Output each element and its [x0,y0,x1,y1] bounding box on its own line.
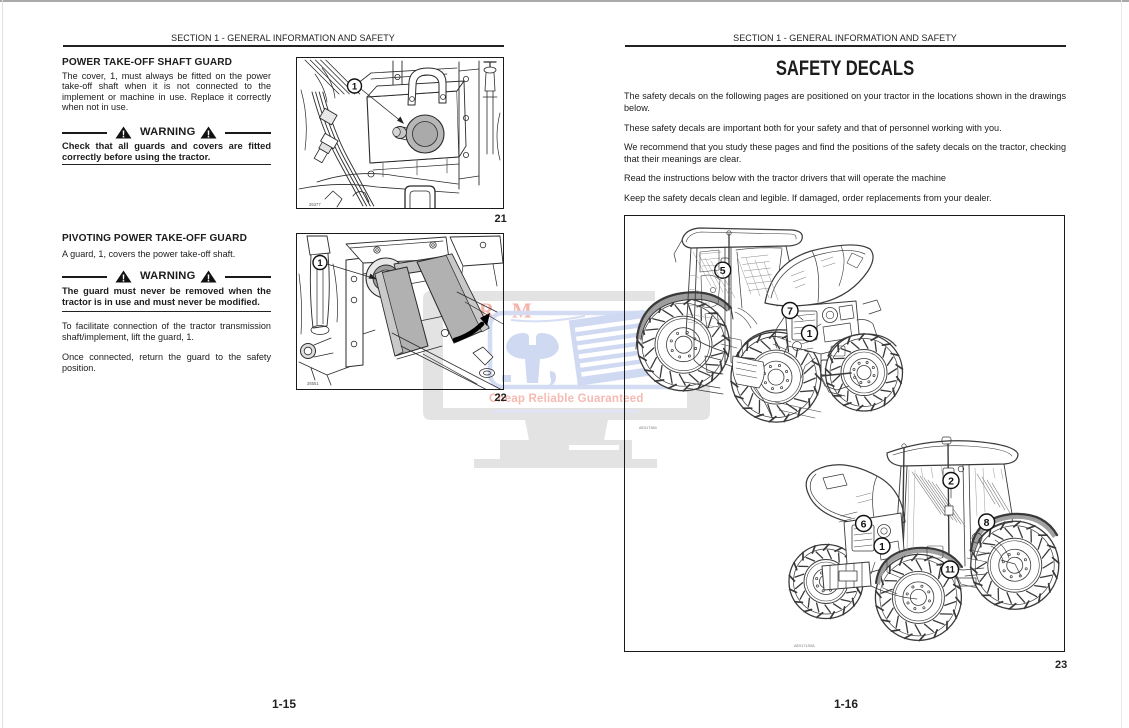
svg-text:AE017360: AE017360 [639,426,657,430]
svg-text:5: 5 [720,264,726,276]
svg-text:Cheap Reliable Guaranteed: Cheap Reliable Guaranteed [489,393,644,405]
svg-text:!: ! [207,128,211,139]
svg-text:1: 1 [879,540,885,552]
svg-text:11: 11 [945,564,955,574]
svg-text:26551: 26551 [307,381,319,386]
svg-text:1: 1 [352,81,358,92]
svg-text:1: 1 [317,257,323,268]
svg-text:2: 2 [948,475,954,487]
svg-text:!: ! [122,128,126,139]
svg-text:26377: 26377 [309,202,321,207]
svg-text:!: ! [122,272,126,283]
svg-text:AE0171S0A: AE0171S0A [794,644,815,648]
svg-text:7: 7 [787,305,793,317]
svg-text:6: 6 [861,518,867,530]
svg-text:8: 8 [984,516,990,528]
svg-text:!: ! [207,272,211,283]
svg-text:1: 1 [807,328,813,340]
svg-text:M: M [512,299,532,323]
